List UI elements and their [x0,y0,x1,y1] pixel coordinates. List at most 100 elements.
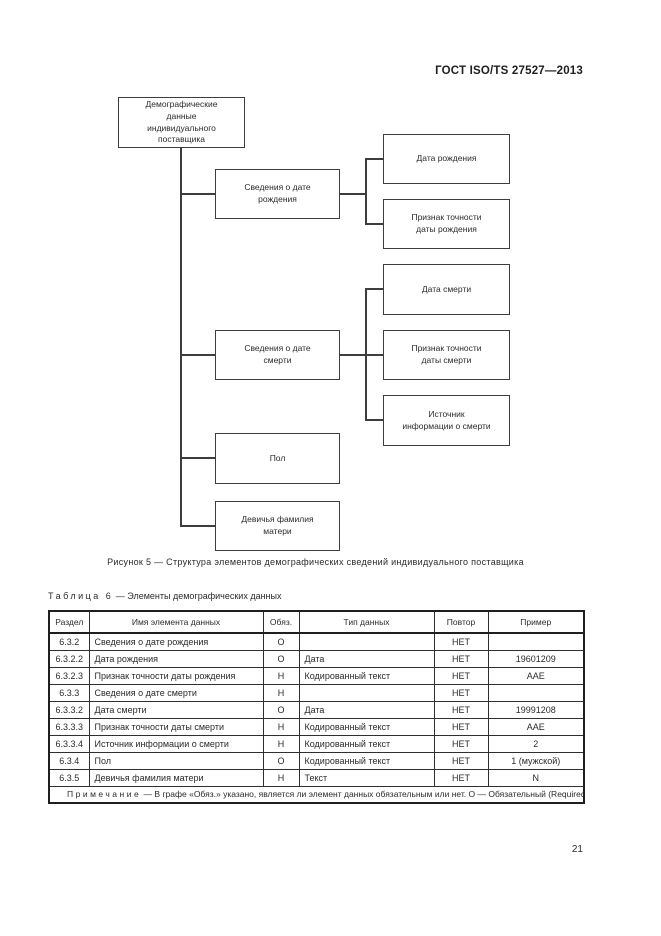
cell-section: 6.3.5 [48,768,90,787]
cell-required: Н [262,666,300,685]
cell-required: О [262,700,300,719]
cell-section: 6.3.2.2 [48,649,90,668]
cell-name: Источник информации о смерти [88,734,264,753]
cell-example: AAE [487,666,585,685]
connector-line [365,223,383,225]
cell-type [298,683,435,702]
cell-required: Н [262,683,300,702]
cell-required: О [262,632,300,651]
connector-line [180,457,215,459]
cell-type: Текст [298,768,435,787]
column-header-type: Тип данных [298,610,435,634]
cell-repeat: НЕТ [433,768,489,787]
table-row: 6.3.5 Девичья фамилия матери Н Текст НЕТ… [48,768,585,787]
table-header-row: Раздел Имя элемента данных Обяз. Тип дан… [48,610,585,634]
cell-name: Сведения о дате смерти [88,683,264,702]
table-row: 6.3.2 Сведения о дате рождения О НЕТ [48,632,585,651]
connector-line [180,525,215,527]
cell-example: N [487,768,585,787]
connector-line [180,193,215,195]
connector-line [340,354,383,356]
connector-line [365,419,383,421]
cell-example: 19991208 [487,700,585,719]
cell-example [487,632,585,651]
connector-line [365,158,367,225]
figure-caption: Рисунок 5 — Структура элементов демограф… [107,557,524,567]
cell-section: 6.3.3.4 [48,734,90,753]
connector-line [365,288,367,421]
table-title: Таблица 6 — Элементы демографических дан… [48,591,281,601]
cell-name: Дата смерти [88,700,264,719]
table-title-prefix: Таблица 6 [48,591,114,601]
cell-section: 6.3.3 [48,683,90,702]
cell-required: О [262,649,300,668]
table-row: 6.3.3.2 Дата смерти О Дата НЕТ 19991208 [48,700,585,719]
diagram-node-sex: Пол [215,433,340,484]
column-header-section: Раздел [48,610,90,634]
cell-section: 6.3.4 [48,751,90,770]
table-body: 6.3.2 Сведения о дате рождения О НЕТ 6.3… [48,632,585,804]
connector-line [340,193,367,195]
cell-example: AAE [487,717,585,736]
diagram-node-death-accuracy: Признак точности даты смерти [383,330,510,380]
cell-repeat: НЕТ [433,751,489,770]
connector-line [365,288,383,290]
table-row: 6.3.3.3 Признак точности даты смерти Н К… [48,717,585,736]
page-number: 21 [571,844,583,855]
column-header-example: Пример [487,610,585,634]
diagram-node-birth-date: Дата рождения [383,134,510,184]
cell-type: Дата [298,649,435,668]
cell-type: Дата [298,700,435,719]
cell-section: 6.3.3.2 [48,700,90,719]
table-row: 6.3.2.3 Признак точности даты рождения Н… [48,666,585,685]
diagram-node-root: Демографические данные индивидуального п… [118,97,245,148]
note-label: Примечание [67,788,142,799]
data-table: Раздел Имя элемента данных Обяз. Тип дан… [48,610,585,804]
cell-repeat: НЕТ [433,666,489,685]
cell-name: Признак точности даты рождения [88,666,264,685]
document-title: ГОСТ ISO/TS 27527—2013 [435,65,583,77]
cell-name: Признак точности даты смерти [88,717,264,736]
cell-example: 2 [487,734,585,753]
cell-repeat: НЕТ [433,717,489,736]
table-title-text: — Элементы демографических данных [113,591,282,601]
cell-required: Н [262,717,300,736]
cell-repeat: НЕТ [433,683,489,702]
diagram-node-mother-maiden-name: Девичья фамилия матери [215,501,340,551]
cell-name: Дата рождения [88,649,264,668]
diagram-node-birth-accuracy: Признак точности даты рождения [383,199,510,249]
table-note: Примечание — В графе «Обяз.» указано, яв… [48,785,585,804]
cell-repeat: НЕТ [433,700,489,719]
cell-repeat: НЕТ [433,734,489,753]
cell-name: Девичья фамилия матери [88,768,264,787]
cell-example: 19601209 [487,649,585,668]
connector-line [365,158,383,160]
cell-type: Кодированный текст [298,717,435,736]
cell-type: Кодированный текст [298,751,435,770]
cell-required: Н [262,768,300,787]
cell-section: 6.3.3.3 [48,717,90,736]
cell-example: 1 (мужской) [487,751,585,770]
note-text: — В графе «Обяз.» указано, является ли э… [143,788,583,799]
table-row: 6.3.3.4 Источник информации о смерти Н К… [48,734,585,753]
cell-name: Пол [88,751,264,770]
cell-type: Кодированный текст [298,734,435,753]
diagram-node-birth-group: Сведения о дате рождения [215,169,340,219]
table-header: Раздел Имя элемента данных Обяз. Тип дан… [48,610,585,634]
cell-section: 6.3.2 [48,632,90,651]
table-row: 6.3.4 Пол О Кодированный текст НЕТ 1 (му… [48,751,585,770]
column-header-name: Имя элемента данных [88,610,264,634]
table-note-row: Примечание — В графе «Обяз.» указано, яв… [48,785,585,804]
cell-repeat: НЕТ [433,649,489,668]
connector-line [180,354,215,356]
cell-example [487,683,585,702]
figure-diagram: Демографические данные индивидуального п… [118,97,510,551]
column-header-repeat: Повтор [433,610,489,634]
diagram-node-death-source: Источник информации о смерти [383,395,510,446]
diagram-node-death-date: Дата смерти [383,264,510,315]
cell-section: 6.3.2.3 [48,666,90,685]
column-header-required: Обяз. [262,610,300,634]
cell-required: О [262,751,300,770]
table-row: 6.3.3 Сведения о дате смерти Н НЕТ [48,683,585,702]
cell-repeat: НЕТ [433,632,489,651]
